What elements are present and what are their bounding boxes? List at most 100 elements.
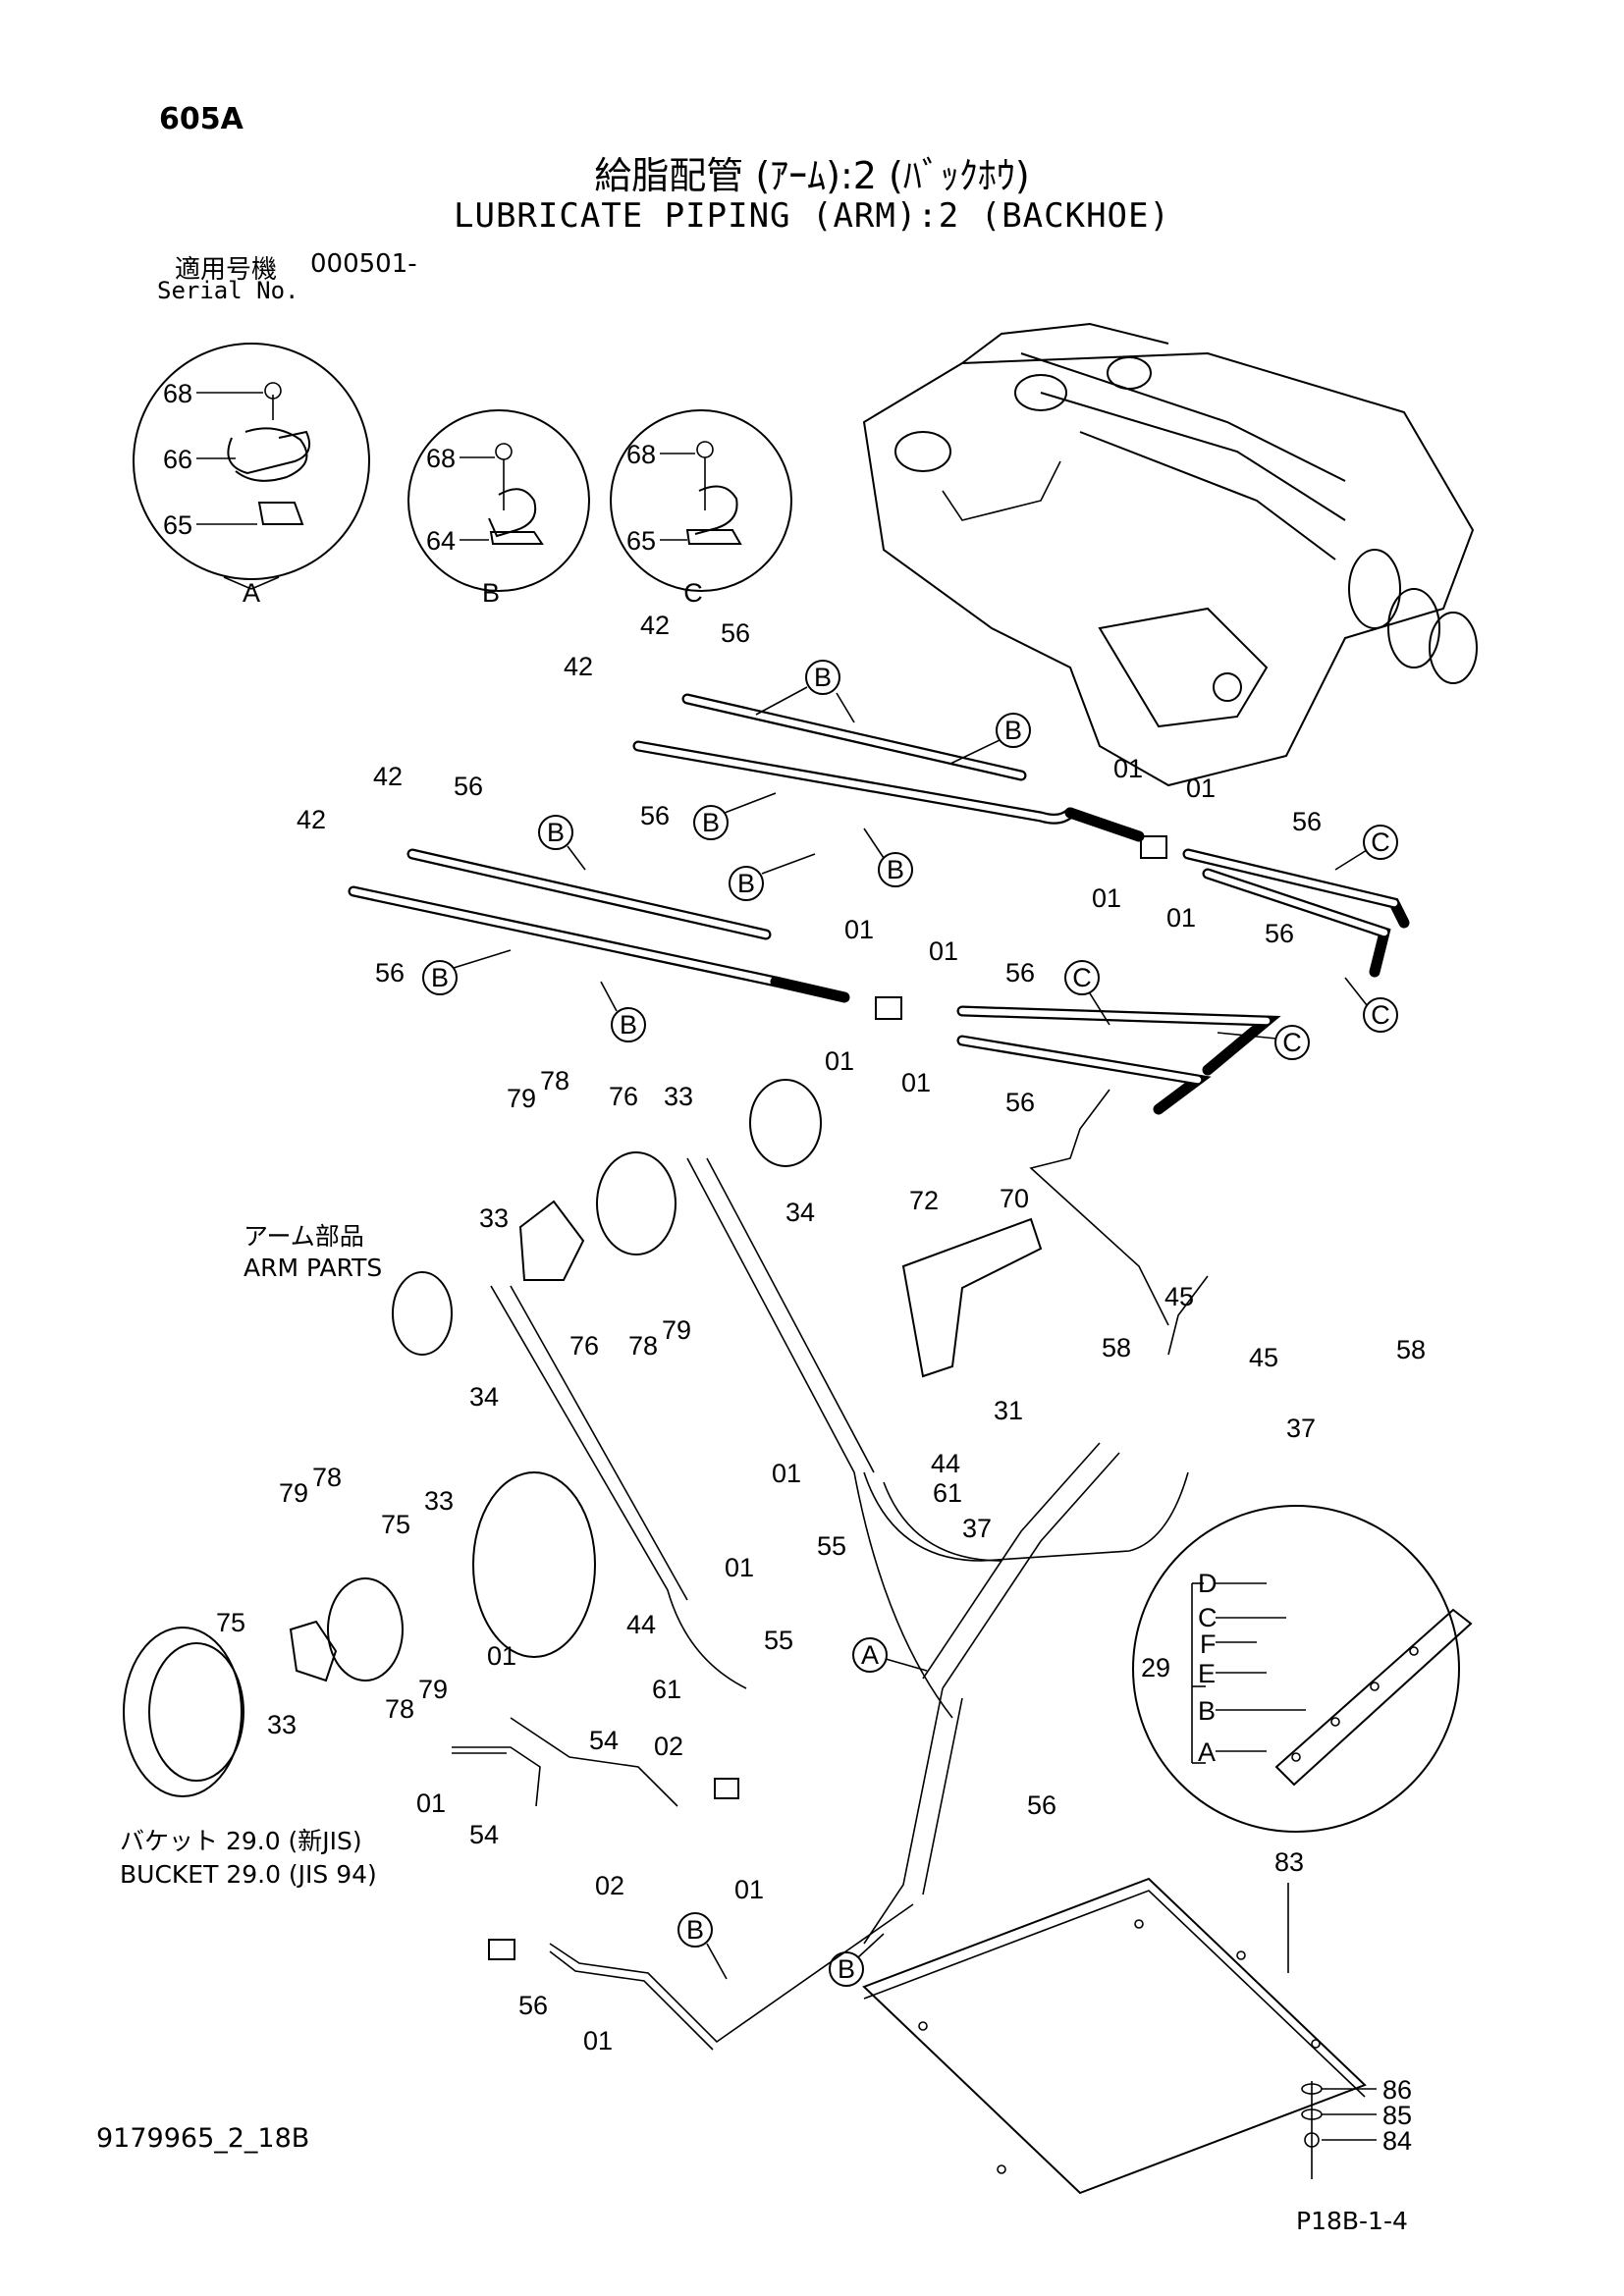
part-number: 65 bbox=[163, 510, 192, 540]
part-number: 02 bbox=[595, 1871, 624, 1900]
bucket-label-en: BUCKET 29.0 (JIS 94) bbox=[120, 1860, 377, 1889]
page-code: 605A bbox=[159, 102, 244, 136]
clamp-ref-b: B bbox=[611, 1007, 646, 1042]
part-number: 01 bbox=[416, 1789, 446, 1818]
part-number: 56 bbox=[1027, 1790, 1056, 1820]
part-number: 56 bbox=[518, 1991, 548, 2020]
arm-parts-label-jp: アーム部品 bbox=[244, 1222, 364, 1251]
clamp-ref-c: C bbox=[1274, 1025, 1310, 1060]
part-number: 33 bbox=[267, 1710, 297, 1739]
clamp-ref-letter: B bbox=[620, 1010, 637, 1040]
part-number: 42 bbox=[564, 652, 593, 681]
part-number: 61 bbox=[933, 1478, 962, 1508]
detail-view-b bbox=[407, 409, 590, 592]
detail-view-label: C bbox=[683, 578, 703, 608]
part-number: 56 bbox=[640, 801, 670, 830]
serial-value: 000501- bbox=[310, 249, 417, 279]
arm-parts-label-en: ARM PARTS bbox=[244, 1254, 383, 1282]
part-number: 79 bbox=[662, 1315, 691, 1345]
part-number: 45 bbox=[1164, 1282, 1194, 1311]
part-number: 56 bbox=[1292, 807, 1322, 836]
part-number: 55 bbox=[817, 1531, 846, 1561]
part-number: 01 bbox=[1186, 774, 1216, 803]
part-number: 83 bbox=[1274, 1847, 1304, 1877]
part-number: 01 bbox=[929, 936, 958, 966]
part-number: 44 bbox=[931, 1449, 960, 1478]
clamp-ref-letter: C bbox=[1371, 1000, 1390, 1030]
part-number: 01 bbox=[1113, 754, 1143, 783]
part-number: 54 bbox=[469, 1820, 499, 1849]
part-number: 76 bbox=[609, 1082, 638, 1111]
clamp-ref-letter: B bbox=[686, 1915, 704, 1945]
clamp-ref-letter: B bbox=[814, 663, 832, 692]
page-title-jp: 給脂配管 (ｱｰﾑ):2 (ﾊﾞｯｸﾎｳ) bbox=[594, 154, 1030, 197]
part-number: 01 bbox=[844, 915, 874, 944]
part-number: 01 bbox=[725, 1553, 754, 1582]
upper-hose-group bbox=[348, 693, 1410, 1356]
part-number: 68 bbox=[163, 379, 192, 408]
part-number: 37 bbox=[1286, 1414, 1316, 1443]
part-number: 01 bbox=[825, 1046, 854, 1076]
part-number: 72 bbox=[909, 1186, 939, 1215]
part-number: 31 bbox=[994, 1396, 1023, 1425]
part-number: 79 bbox=[507, 1084, 536, 1113]
part-number: 61 bbox=[652, 1675, 681, 1704]
part-number: 01 bbox=[734, 1875, 764, 1904]
part-number: 55 bbox=[764, 1626, 793, 1655]
clamp-ref-b: B bbox=[538, 815, 573, 850]
arm-parts bbox=[123, 1079, 1043, 1797]
bucket-label-jp: バケット 29.0 (新JIS) bbox=[120, 1827, 362, 1855]
detail-view-label: A bbox=[243, 578, 260, 608]
clamp-ref-b: B bbox=[422, 960, 458, 995]
part-number: 33 bbox=[479, 1203, 509, 1233]
part-number: 85 bbox=[1382, 2101, 1412, 2130]
clamp-references: B B B B B B B B C C C C A B B bbox=[422, 660, 1398, 1987]
part-number: 56 bbox=[1005, 1088, 1035, 1117]
clamp-ref-letter: C bbox=[1072, 963, 1092, 992]
part-number: 56 bbox=[721, 618, 750, 648]
detail-view-c bbox=[610, 409, 792, 592]
clamp-ref-b: B bbox=[878, 852, 913, 887]
clamp-ref-c: C bbox=[1064, 960, 1100, 995]
part-number: 45 bbox=[1249, 1343, 1278, 1372]
page-number: P18B-1-4 bbox=[1296, 2207, 1408, 2235]
part-number: 78 bbox=[385, 1694, 414, 1724]
clamp-ref-a: A bbox=[852, 1637, 888, 1673]
clamp-ref-letter: C bbox=[1282, 1028, 1302, 1057]
part-number: 76 bbox=[569, 1331, 599, 1361]
part-number: 33 bbox=[424, 1486, 454, 1516]
clamp-ref-letter: A bbox=[861, 1640, 879, 1670]
manifold-port-label: E bbox=[1198, 1659, 1216, 1688]
part-number: 01 bbox=[1092, 883, 1121, 913]
clamp-ref-b: B bbox=[729, 866, 764, 901]
part-callouts: 42 56 42 56 42 56 42 56 01 01 01 01 56 5… bbox=[163, 379, 1426, 2156]
manifold-port-label: A bbox=[1198, 1737, 1216, 1767]
part-number: 75 bbox=[216, 1608, 245, 1637]
clamp-ref-letter: B bbox=[431, 963, 449, 992]
arm-structure bbox=[862, 322, 1478, 787]
part-number: 01 bbox=[583, 2026, 613, 2056]
clamp-ref-c: C bbox=[1363, 825, 1398, 860]
serial-label-jp: 適用号機 bbox=[175, 255, 278, 285]
clamp-ref-letter: B bbox=[1004, 716, 1022, 745]
part-number: 65 bbox=[626, 526, 656, 556]
manifold-port-label: C bbox=[1198, 1603, 1218, 1632]
part-number: 02 bbox=[654, 1732, 683, 1761]
clamp-ref-letter: B bbox=[547, 818, 565, 847]
part-number: 86 bbox=[1382, 2075, 1412, 2105]
clamp-ref-b: B bbox=[677, 1912, 713, 1948]
part-number: 01 bbox=[487, 1641, 516, 1671]
part-number: 34 bbox=[469, 1382, 499, 1412]
part-number: 54 bbox=[589, 1726, 619, 1755]
clamp-ref-b: B bbox=[996, 713, 1031, 748]
detail-view-label: B bbox=[482, 578, 500, 608]
part-number: 44 bbox=[626, 1610, 656, 1639]
part-number: 42 bbox=[640, 611, 670, 640]
part-number: 79 bbox=[279, 1478, 308, 1508]
part-number: 78 bbox=[540, 1066, 569, 1095]
manifold-port-label: B bbox=[1198, 1696, 1216, 1726]
part-number: 58 bbox=[1102, 1333, 1131, 1362]
part-number: 64 bbox=[426, 526, 456, 556]
part-number: 66 bbox=[163, 445, 192, 474]
